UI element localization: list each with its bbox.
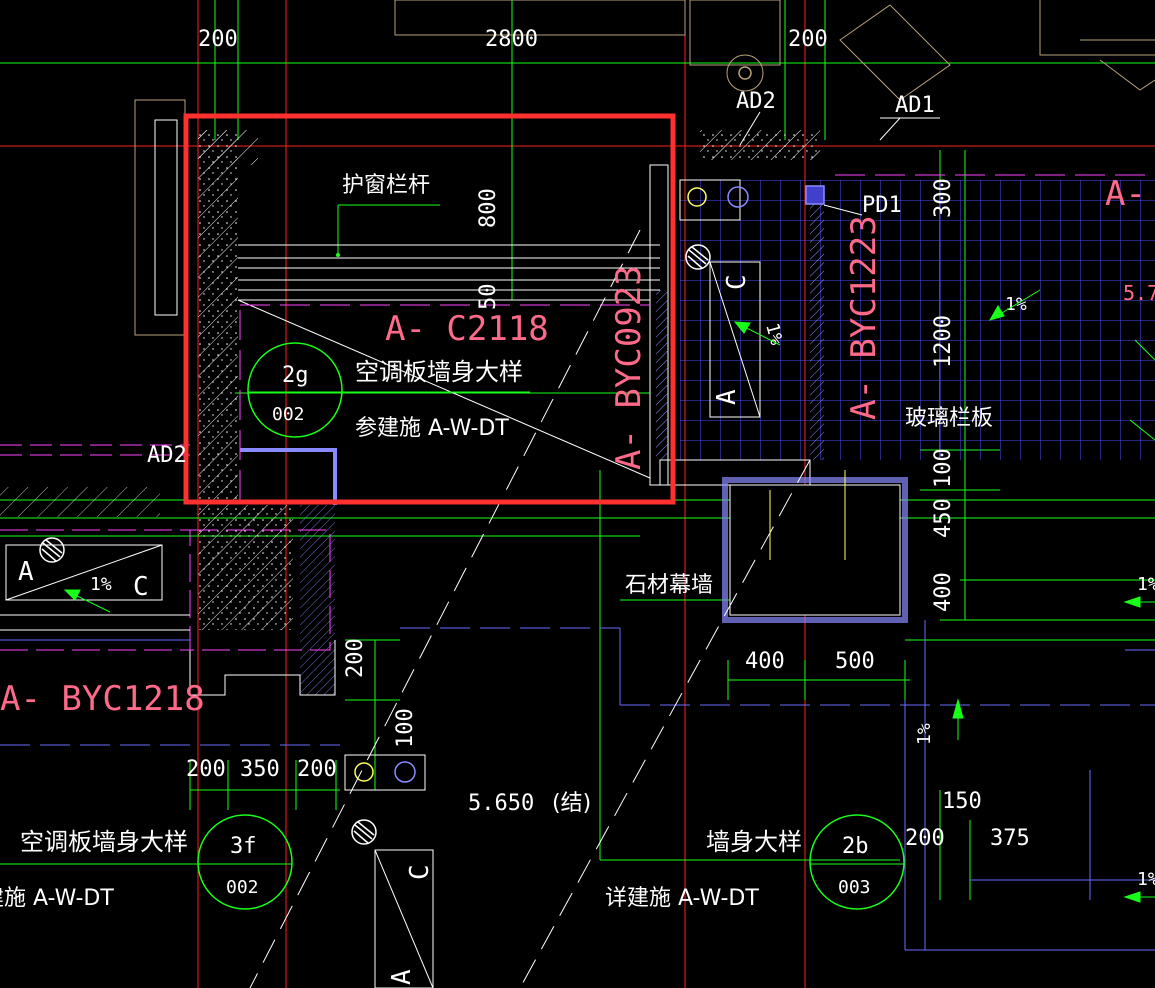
detail-callout-2[interactable]: 3f 002 空调板墙身大样 详建施 A-W-DT [0, 814, 293, 911]
letter-a-3: A [387, 969, 417, 985]
dim-v-100-lower: 100 [393, 708, 418, 748]
dashed-lines [0, 174, 1155, 951]
drain-icon [685, 244, 711, 270]
pipe-yellow-icon-2 [354, 762, 374, 782]
drain-icon-3 [351, 819, 377, 845]
letter-a-2: A [712, 389, 742, 405]
detail-1-number: 2g [282, 363, 309, 388]
letter-a-1: A [18, 557, 34, 587]
slope-5: 1% [1137, 574, 1155, 595]
level-note: (结) [552, 791, 591, 816]
detail-3-number: 2b [842, 834, 869, 859]
dim-v-100: 100 [931, 448, 956, 488]
label-ad1: AD1 [895, 93, 935, 118]
dim-v-50: 50 [476, 284, 501, 311]
slope-6: 1% [1137, 869, 1155, 890]
concrete-walls [0, 130, 908, 696]
dim-top-left-200: 200 [198, 27, 238, 52]
dim-h-400: 400 [745, 649, 785, 674]
wall-outlines [5, 0, 1155, 988]
dim-h-500: 500 [835, 649, 875, 674]
slope-arrow-icons [63, 289, 1155, 903]
pipe-yellow-icon [687, 187, 707, 207]
detail-3-title: 墙身大样 [706, 828, 802, 856]
pipe-purple-icon-2 [394, 761, 416, 783]
detail-1-title: 空调板墙身大样 [355, 358, 523, 386]
dim-top-2800: 2800 [485, 27, 538, 52]
section-cut-lines [249, 229, 811, 988]
dim-h-200-right: 200 [905, 826, 945, 851]
dim-top-right-200: 200 [788, 27, 828, 52]
dim-h-375: 375 [990, 826, 1030, 851]
detail-2-ref: 详建施 A-W-DT [0, 886, 114, 911]
detail-3-sheet: 003 [838, 877, 871, 898]
pipe-symbols [39, 66, 940, 845]
letter-c-1: C [133, 572, 149, 602]
pd1-square-icon [805, 185, 825, 205]
pipe-purple-icon [727, 186, 749, 208]
label-window-byc1223: A- BYC1223 [844, 215, 884, 420]
detail-callout-1[interactable]: 2g 002 空调板墙身大样 参建施 A-W-DT [247, 342, 530, 441]
yellow-lines [769, 470, 846, 560]
highlight-selection-box[interactable] [183, 113, 676, 505]
label-window-byc1218: A- BYC1218 [0, 679, 205, 719]
slope-4: 1% [914, 723, 935, 745]
detail-1-sheet: 002 [272, 404, 305, 425]
drain-icon-2 [39, 537, 65, 563]
label-right-partial: 5.7 [1123, 281, 1155, 305]
detail-2-sheet: 002 [226, 877, 259, 898]
letter-c-3: C [405, 864, 435, 880]
dim-v-200: 200 [343, 638, 368, 678]
dim-v-1200: 1200 [931, 315, 956, 368]
label-pd1: PD1 [862, 193, 902, 218]
label-ad2-left: AD2 [147, 443, 187, 468]
label-railing: 护窗栏杆 [342, 173, 430, 198]
detail-2-number: 3f [230, 834, 257, 859]
detail-callout-3[interactable]: 2b 003 墙身大样 详建施 A-W-DT [605, 814, 905, 911]
detail-1-ref: 参建施 A-W-DT [355, 416, 509, 441]
label-ad2-top: AD2 [736, 89, 776, 114]
dim-b-350: 350 [240, 757, 280, 782]
slope-1: 1% [90, 574, 112, 595]
detail-2-title: 空调板墙身大样 [20, 828, 188, 856]
dim-v-400-right: 400 [931, 572, 956, 612]
dim-v-150: 150 [942, 789, 982, 814]
dim-v-300: 300 [931, 178, 956, 218]
dim-b-200a: 200 [186, 757, 226, 782]
dim-v-800: 800 [476, 188, 501, 228]
label-stone-curtain: 石材幕墙 [625, 573, 713, 598]
letter-c-2: C [722, 274, 752, 290]
dim-v-450: 450 [931, 498, 956, 538]
label-window-right-partial: A- [1105, 174, 1146, 214]
label-glass-railing: 玻璃栏板 [905, 406, 993, 431]
label-window-byc0923: A- BYC0923 [609, 265, 649, 470]
dim-b-200b: 200 [297, 757, 337, 782]
detail-3-ref: 详建施 A-W-DT [605, 886, 759, 911]
label-window-c2118: A- C2118 [385, 309, 549, 349]
level-value: 5.650 [468, 791, 534, 816]
